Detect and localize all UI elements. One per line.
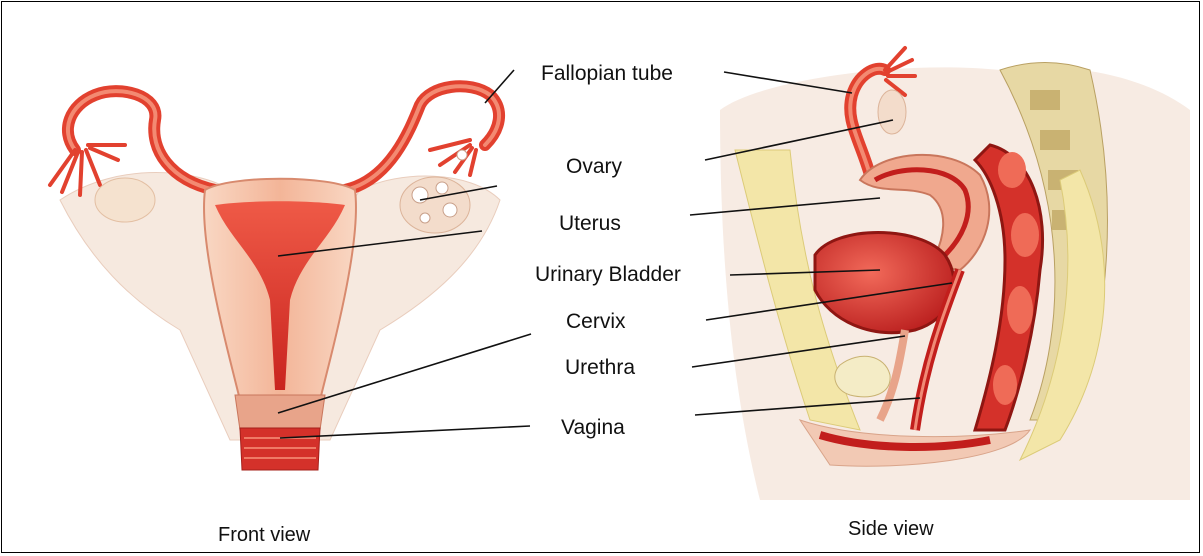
label-urinary-bladder: Urinary Bladder [535,263,681,287]
caption-front-view: Front view [218,524,310,547]
label-ovary: Ovary [566,155,622,179]
label-vagina: Vagina [561,416,625,440]
label-urethra: Urethra [565,356,635,380]
side-ovary [878,90,906,134]
front-view-illustration [50,86,500,470]
label-cervix: Cervix [566,310,626,334]
left-ovary [95,178,155,222]
caption-side-view: Side view [848,518,934,541]
label-uterus: Uterus [559,212,621,236]
pubic-bone [835,356,890,397]
right-ovary [400,177,470,233]
right-fimbriae [430,140,476,175]
label-fallopian-tube: Fallopian tube [541,62,673,86]
side-view-illustration [720,48,1190,500]
